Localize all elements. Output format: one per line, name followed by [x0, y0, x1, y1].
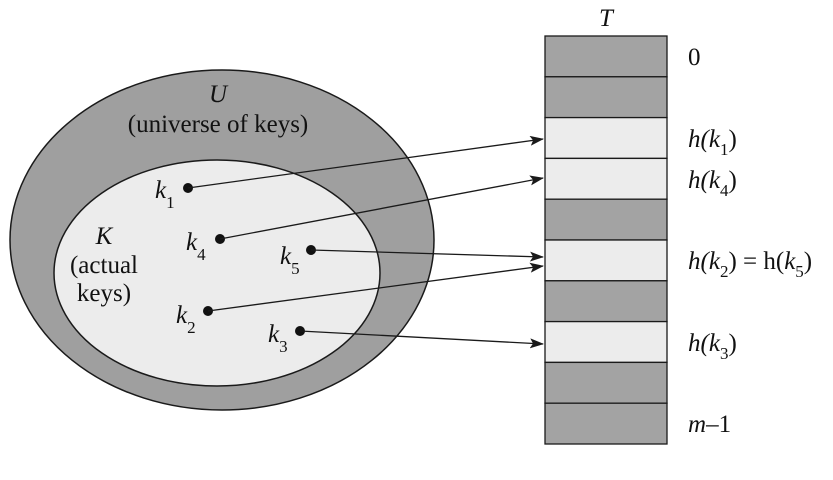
table-slot-3: [544, 157, 668, 200]
slot-label-h-k4: h(k4): [688, 167, 737, 200]
slot-label-0: 0: [688, 44, 701, 71]
actual-keys-caption-line1: (actual: [70, 252, 138, 279]
hash-table: [544, 35, 668, 445]
table-title: T: [599, 5, 615, 32]
table-slot-0: [544, 35, 668, 78]
table-slot-8: [544, 361, 668, 404]
universe-symbol: U: [209, 81, 229, 108]
slot-label-h-k3: h(k3): [688, 330, 737, 363]
table-slot-6: [544, 280, 668, 323]
actual-keys-caption-line2: keys): [77, 280, 131, 307]
slot-label-m-minus-1: m–1: [688, 411, 731, 438]
arrow-k2: [207, 262, 544, 312]
slot-label-h-k2-eq-h-k5: h(k2) = h(k5): [688, 248, 812, 281]
key-label-k3: k3: [268, 321, 288, 356]
table-slot-9: [544, 402, 668, 445]
table-slot-1: [544, 76, 668, 119]
table-slot-7: [544, 320, 668, 364]
arrow-k4: [219, 175, 544, 240]
key-label-k5: k5: [280, 243, 300, 278]
arrow-k5: [310, 249, 544, 262]
universe-caption: (universe of keys): [128, 111, 309, 138]
actual-keys-symbol: K: [95, 223, 114, 250]
slot-label-h-k1: h(k1): [688, 126, 737, 159]
table-slot-4: [544, 198, 668, 241]
arrow-k3: [299, 330, 544, 349]
arrow-k1: [187, 135, 544, 189]
key-label-k1: k1: [155, 177, 175, 212]
table-slot-2: [544, 116, 668, 160]
table-slot-5: [544, 239, 668, 282]
key-label-k4: k4: [186, 229, 206, 264]
key-label-k2: k2: [176, 302, 196, 337]
